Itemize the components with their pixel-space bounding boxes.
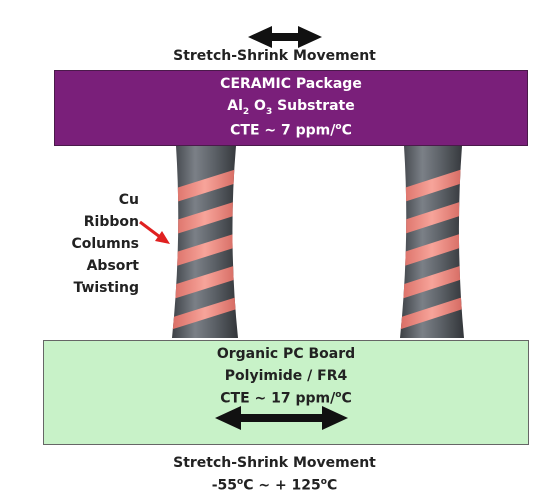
red-pointer-arrow — [139, 220, 170, 244]
pc-board: Organic PC Board Polyimide / FR4 CTE ~ 1… — [43, 340, 529, 445]
board-title: Organic PC Board — [216, 346, 356, 362]
temperature-range: -55oC ~ + 125oC — [211, 477, 338, 494]
ceramic-substrate: Al2 O3 Substrate — [227, 98, 355, 117]
side-label-line-5: Twisting — [73, 280, 139, 296]
side-label-line-1: Cu — [118, 192, 139, 208]
right-copper-column — [400, 146, 464, 338]
ceramic-cte: CTE ~ 7 ppm/oC — [230, 122, 352, 139]
top-caption: Stretch-Shrink Movement — [173, 48, 376, 64]
top-double-arrow — [248, 26, 322, 48]
bottom-caption: Stretch-Shrink Movement — [173, 455, 376, 471]
side-label-line-2: Ribbon — [83, 214, 139, 230]
ceramic-package: CERAMIC Package Al2 O3 Substrate CTE ~ 7… — [54, 70, 528, 146]
board-cte: CTE ~ 17 ppm/oC — [220, 390, 352, 407]
side-label-line-4: Absort — [86, 258, 139, 274]
ceramic-title: CERAMIC Package — [220, 76, 362, 92]
board-material: Polyimide / FR4 — [224, 368, 348, 384]
side-label-line-3: Columns — [71, 236, 139, 252]
left-copper-column — [172, 146, 238, 338]
